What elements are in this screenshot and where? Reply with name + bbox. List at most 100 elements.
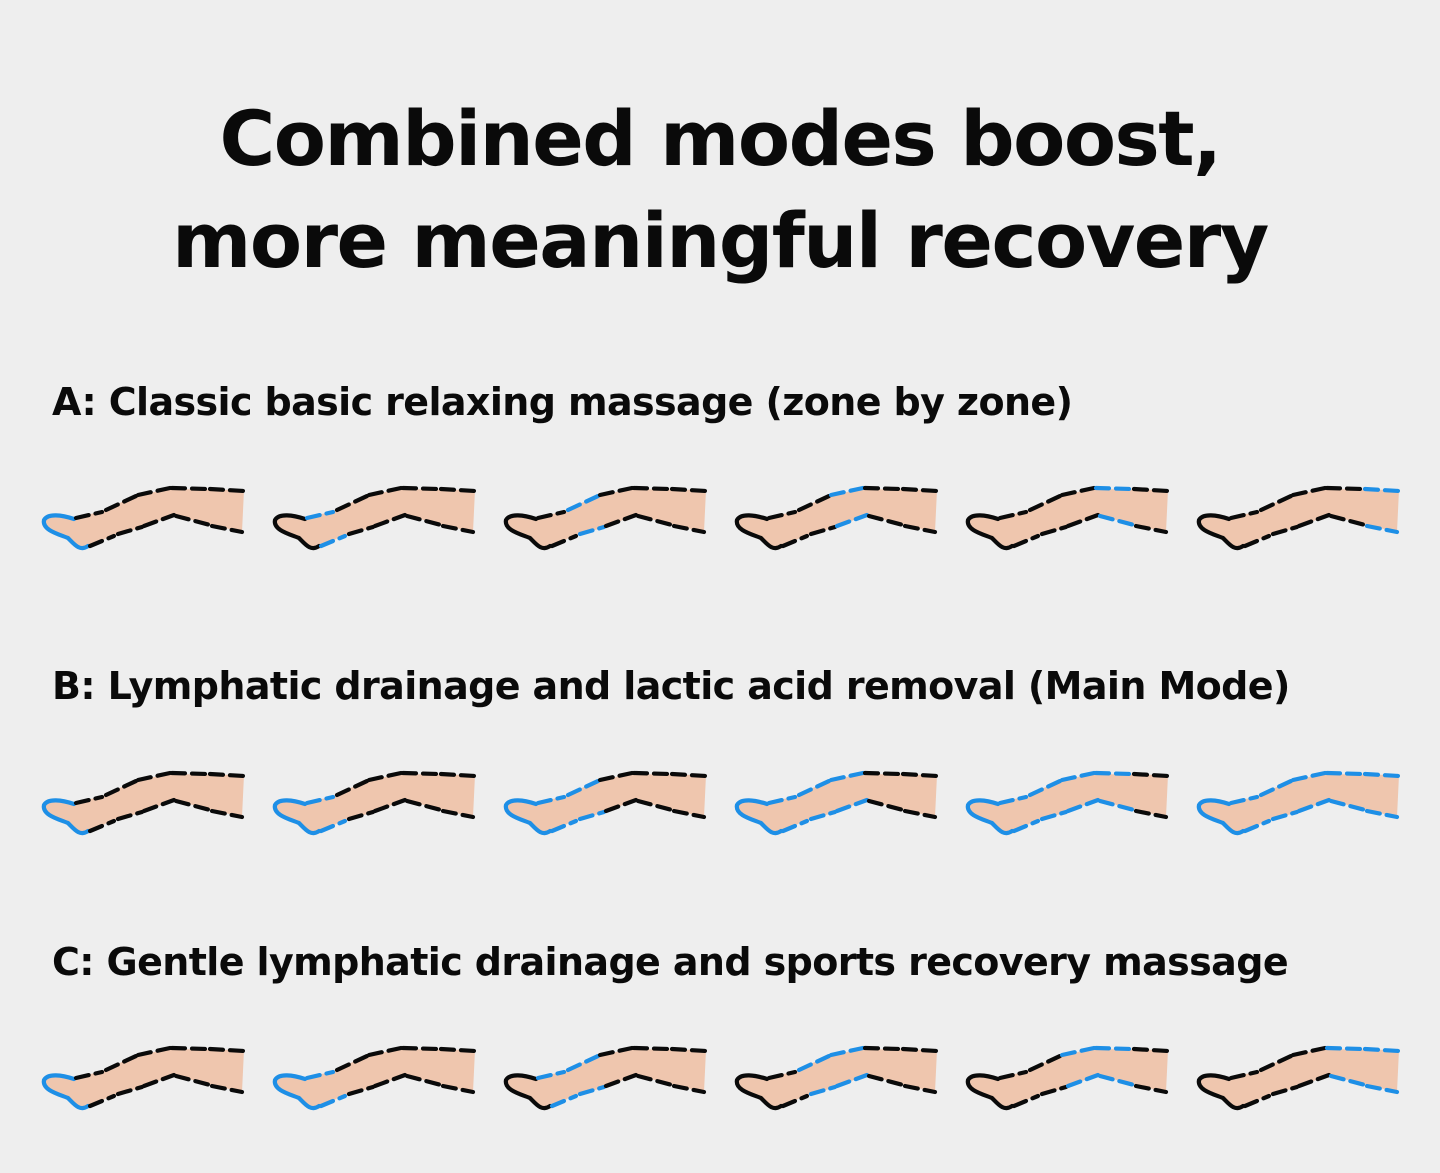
zone-upper-thigh-active bbox=[1362, 1046, 1402, 1054]
zone-foot-inactive bbox=[1196, 513, 1246, 551]
zone-upper-thigh-inactive bbox=[207, 771, 247, 779]
mode-a-label: A: Classic basic relaxing massage (zone … bbox=[52, 380, 1073, 424]
leg-fill bbox=[736, 774, 937, 835]
zone-ankle-active bbox=[1228, 794, 1260, 806]
zone-lower-thigh-active bbox=[1328, 1073, 1368, 1088]
zone-calf-active bbox=[1027, 778, 1063, 798]
zone-calf-active bbox=[565, 778, 601, 798]
leg-fill bbox=[274, 774, 475, 835]
zone-calf-inactive bbox=[103, 1053, 139, 1073]
leg-step-6 bbox=[1195, 1042, 1410, 1122]
zone-knee-inactive bbox=[135, 1045, 173, 1058]
zone-upper-thigh-inactive bbox=[902, 1083, 938, 1095]
zone-lower-thigh-inactive bbox=[862, 1045, 904, 1052]
zone-lower-thigh-inactive bbox=[169, 770, 211, 777]
leg-fill bbox=[505, 489, 706, 550]
zone-upper-thigh-active bbox=[1364, 1083, 1400, 1095]
leg-icon bbox=[272, 485, 478, 551]
zone-foot-active bbox=[734, 798, 784, 836]
zone-upper-thigh-inactive bbox=[440, 1083, 476, 1095]
zone-lower-thigh-inactive bbox=[635, 513, 675, 528]
leg-step-6 bbox=[1195, 482, 1410, 562]
zone-calf-active bbox=[808, 809, 838, 822]
zone-ankle-active bbox=[318, 1093, 348, 1109]
zone-ankle-inactive bbox=[1242, 1093, 1272, 1109]
zone-foot-active bbox=[272, 798, 322, 836]
leg-fill bbox=[43, 1049, 244, 1110]
zone-upper-thigh-inactive bbox=[671, 523, 707, 535]
zone-knee-inactive bbox=[597, 1045, 635, 1058]
zone-knee-inactive bbox=[372, 512, 408, 529]
leg-step-6 bbox=[1195, 767, 1410, 847]
zone-calf-inactive bbox=[334, 493, 370, 513]
zone-upper-thigh-active bbox=[1364, 523, 1400, 535]
leg-icon bbox=[41, 1045, 247, 1111]
mode-c-label: C: Gentle lymphatic drainage and sports … bbox=[52, 940, 1289, 984]
leg-step-3 bbox=[502, 482, 717, 562]
zone-upper-thigh-inactive bbox=[209, 1083, 245, 1095]
zone-ankle-inactive bbox=[997, 509, 1029, 521]
leg-icon bbox=[41, 770, 247, 836]
leg-step-3 bbox=[502, 767, 717, 847]
zone-knee-active bbox=[1065, 797, 1101, 814]
zone-upper-thigh-inactive bbox=[669, 1046, 709, 1054]
zone-upper-thigh-inactive bbox=[438, 1046, 478, 1054]
zone-knee-active bbox=[1065, 1072, 1101, 1089]
zone-lower-thigh-inactive bbox=[862, 770, 904, 777]
zone-knee-active bbox=[1059, 1045, 1097, 1058]
zone-foot-inactive bbox=[965, 1073, 1015, 1111]
zone-knee-active bbox=[834, 797, 870, 814]
leg-step-5 bbox=[964, 1042, 1179, 1122]
zone-upper-thigh-active bbox=[1362, 486, 1402, 494]
zone-upper-thigh-inactive bbox=[207, 486, 247, 494]
zone-foot-active bbox=[1196, 798, 1246, 836]
zone-ankle-inactive bbox=[87, 1093, 117, 1109]
zone-lower-thigh-inactive bbox=[404, 513, 444, 528]
zone-upper-thigh-inactive bbox=[440, 523, 476, 535]
zone-knee-inactive bbox=[366, 485, 404, 498]
leg-icon bbox=[41, 485, 247, 551]
zone-calf-inactive bbox=[346, 809, 376, 822]
zone-ankle-active bbox=[780, 818, 810, 834]
zone-knee-active bbox=[1296, 797, 1332, 814]
zone-knee-inactive bbox=[366, 770, 404, 783]
zone-calf-inactive bbox=[103, 493, 139, 513]
zone-lower-thigh-active bbox=[1097, 513, 1137, 528]
zone-ankle-active bbox=[304, 794, 336, 806]
zone-knee-inactive bbox=[597, 770, 635, 783]
zone-knee-inactive bbox=[1290, 485, 1328, 498]
leg-fill bbox=[505, 1049, 706, 1110]
zone-lower-thigh-inactive bbox=[635, 798, 675, 813]
zone-lower-thigh-active bbox=[1328, 798, 1368, 813]
zone-lower-thigh-inactive bbox=[1328, 513, 1368, 528]
leg-fill bbox=[1198, 1049, 1399, 1110]
zone-ankle-inactive bbox=[73, 509, 105, 521]
leg-fill bbox=[274, 1049, 475, 1110]
mode-a-leg-row bbox=[0, 482, 1440, 572]
zone-ankle-active bbox=[766, 794, 798, 806]
zone-ankle-inactive bbox=[997, 1069, 1029, 1081]
zone-ankle-inactive bbox=[766, 1069, 798, 1081]
zone-lower-thigh-inactive bbox=[404, 798, 444, 813]
zone-calf-inactive bbox=[1027, 1053, 1063, 1073]
leg-icon bbox=[965, 770, 1171, 836]
zone-knee-inactive bbox=[372, 1072, 408, 1089]
zone-calf-inactive bbox=[334, 1053, 370, 1073]
zone-calf-inactive bbox=[1039, 524, 1069, 537]
leg-step-4 bbox=[733, 1042, 948, 1122]
zone-calf-inactive bbox=[115, 809, 145, 822]
zone-knee-inactive bbox=[1065, 512, 1101, 529]
zone-upper-thigh-inactive bbox=[671, 808, 707, 820]
leg-icon bbox=[272, 1045, 478, 1111]
zone-lower-thigh-inactive bbox=[400, 485, 442, 492]
zone-foot-active bbox=[41, 798, 91, 836]
zone-knee-inactive bbox=[1290, 1045, 1328, 1058]
leg-icon bbox=[734, 770, 940, 836]
zone-foot-inactive bbox=[734, 1073, 784, 1111]
leg-step-1 bbox=[40, 482, 255, 562]
zone-calf-inactive bbox=[808, 524, 838, 537]
leg-icon bbox=[734, 485, 940, 551]
zone-lower-thigh-inactive bbox=[635, 1073, 675, 1088]
leg-fill bbox=[43, 489, 244, 550]
leg-step-2 bbox=[271, 482, 486, 562]
